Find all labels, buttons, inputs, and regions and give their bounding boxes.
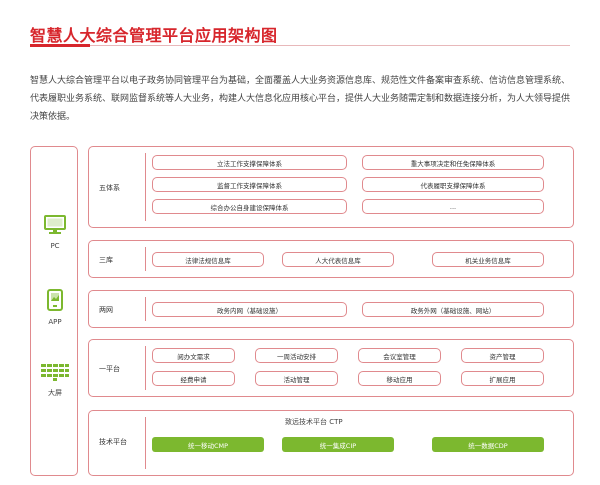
system-item: 立法工作支撑保障体系	[152, 155, 347, 170]
database-item: 人大代表信息库	[282, 252, 394, 267]
layer-label: 一平台	[99, 365, 120, 373]
system-item: 代表履职支撑保障体系	[362, 177, 544, 192]
network-item: 政务内网（基础设施）	[152, 302, 347, 317]
layer-divider	[145, 297, 146, 321]
client-app: APP	[31, 289, 79, 326]
client-column: PC APP 大屏	[30, 146, 78, 476]
layer-divider	[145, 346, 146, 390]
system-item: 监督工作支撑保障体系	[152, 177, 347, 192]
system-item: ...	[362, 199, 544, 214]
platform-item: 扩展应用	[461, 371, 544, 386]
client-pc: PC	[31, 215, 79, 250]
tech-module: 统一数据CDP	[432, 437, 544, 452]
system-item: 重大事项决定和任免保障体系	[362, 155, 544, 170]
platform-item: 一周活动安排	[255, 348, 338, 363]
platform-item: 资产管理	[461, 348, 544, 363]
platform-item: 阅办文需求	[152, 348, 235, 363]
page-description: 智慧人大综合管理平台以电子政务协同管理平台为基础，全面覆盖人大业务资源信息库、规…	[30, 76, 571, 122]
ctp-platform-label: 致远技术平台 CTP	[285, 418, 343, 426]
client-label-pc: PC	[50, 242, 60, 250]
layer-divider	[145, 153, 146, 221]
layer-divider	[145, 417, 146, 469]
layer-label: 两网	[99, 306, 113, 314]
database-item: 机关业务信息库	[432, 252, 544, 267]
title-divider	[30, 45, 570, 46]
layer-tech-platform: 技术平台 致远技术平台 CTP 统一移动CMP 统一集成CIP 统一数据CDP	[88, 410, 574, 476]
layer-divider	[145, 247, 146, 271]
platform-item: 移动应用	[358, 371, 441, 386]
database-item: 法律法规信息库	[152, 252, 264, 267]
network-item: 政务外网（基础设施、网站）	[362, 302, 544, 317]
layer-label: 技术平台	[99, 438, 127, 446]
tech-module: 统一集成CIP	[282, 437, 394, 452]
large-screen-icon	[41, 364, 69, 381]
client-label-app: APP	[48, 318, 62, 326]
layer-five-systems: 五体系 立法工作支撑保障体系 重大事项决定和任免保障体系 监督工作支撑保障体系 …	[88, 146, 574, 228]
client-label-large-screen: 大屏	[48, 389, 62, 397]
platform-item: 经费申请	[152, 371, 235, 386]
platform-item: 活动管理	[255, 371, 338, 386]
platform-item: 会议室管理	[358, 348, 441, 363]
mobile-app-icon	[47, 289, 63, 311]
layer-three-databases: 三库 法律法规信息库 人大代表信息库 机关业务信息库	[88, 240, 574, 278]
monitor-icon	[44, 215, 66, 234]
client-large-screen: 大屏	[31, 363, 79, 398]
system-item: 综合办公自身建设保障体系	[152, 199, 347, 214]
layer-one-platform: 一平台 阅办文需求 一周活动安排 会议室管理 资产管理 经费申请 活动管理 移动…	[88, 339, 574, 397]
title-accent-bar	[30, 44, 90, 47]
tech-module: 统一移动CMP	[152, 437, 264, 452]
layer-label: 五体系	[99, 184, 120, 192]
layer-label: 三库	[99, 256, 113, 264]
layer-two-networks: 两网 政务内网（基础设施） 政务外网（基础设施、网站）	[88, 290, 574, 328]
page-title: 智慧人大综合管理平台应用架构图	[30, 26, 278, 45]
